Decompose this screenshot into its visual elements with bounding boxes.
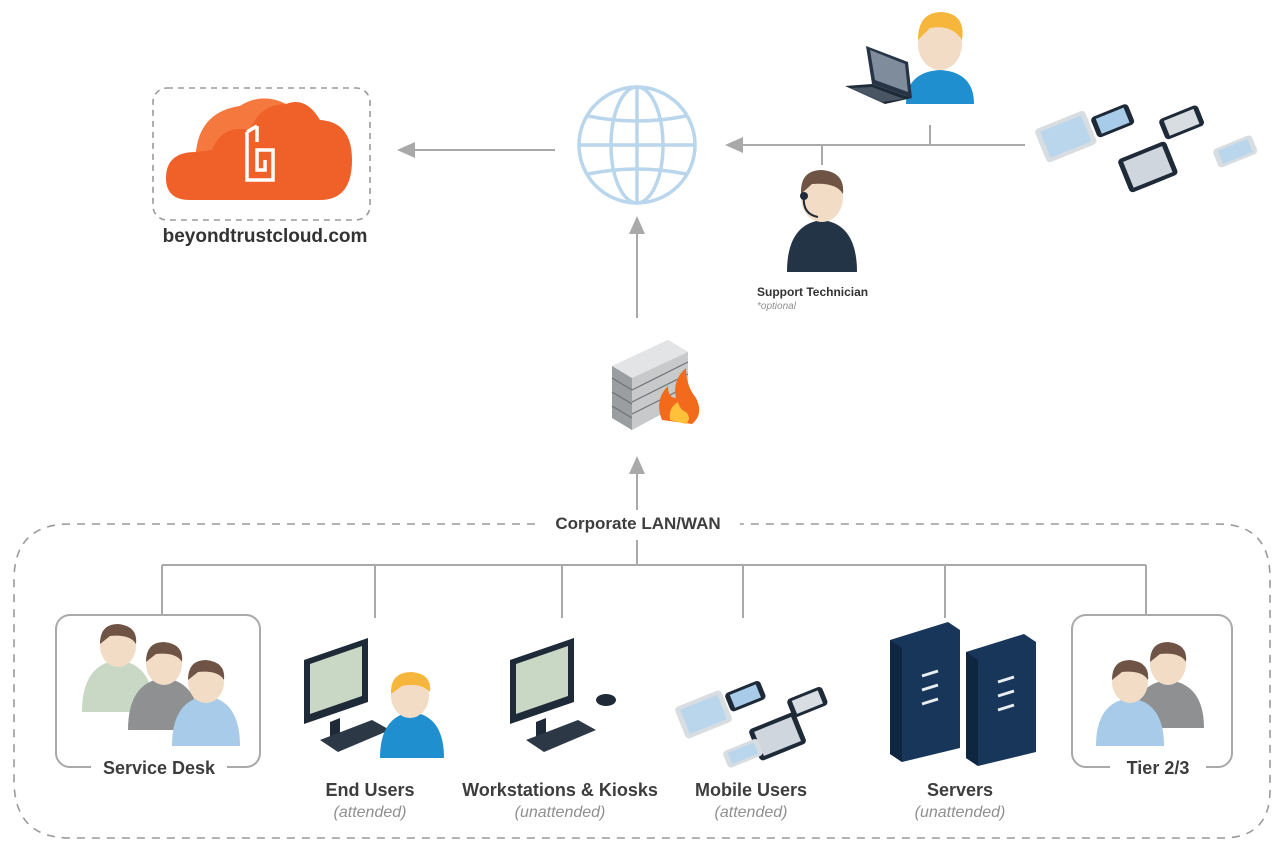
cloud-dashed-frame [152, 87, 371, 221]
support-technician-icon [787, 170, 857, 272]
service-desk-label: Service Desk [91, 758, 227, 779]
end-users-computer-icon [304, 638, 444, 758]
beyondtrust-logo [245, 124, 275, 182]
remote-user-laptop-icon [845, 12, 974, 104]
cloud-domain-label: beyondtrustcloud.com [162, 226, 368, 247]
end-users-label: End Users [325, 780, 415, 800]
workstations-kiosks-icon [510, 638, 616, 752]
tier-2-3-label: Tier 2/3 [1110, 758, 1206, 779]
mobile-users-sub: (attended) [714, 804, 788, 821]
mobile-users-devices-icon [675, 680, 828, 768]
servers-sub: (unattended) [914, 804, 1006, 821]
servers-label: Servers [926, 780, 994, 800]
internet-globe-icon [577, 85, 697, 205]
firewall-icon [611, 340, 700, 430]
support-technician-label: Support Technician [757, 285, 869, 299]
tier-2-3-box-icon [1071, 614, 1233, 768]
service-desk-box-icon [55, 614, 261, 768]
end-users-sub: (attended) [333, 804, 407, 821]
mobile-users-label: Mobile Users [694, 780, 808, 800]
corporate-lan-dashed-frame [13, 523, 1271, 839]
servers-icon [890, 622, 1036, 766]
workstations-sub: (unattended) [514, 804, 606, 821]
cloud-icon [166, 98, 352, 200]
support-technician-note: *optional [757, 301, 796, 312]
corporate-lan-label: Corporate LAN/WAN [537, 514, 739, 534]
remote-mobile-devices-icon [1035, 104, 1258, 193]
connectors [161, 125, 1147, 618]
workstations-label: Workstations & Kiosks [462, 780, 658, 800]
